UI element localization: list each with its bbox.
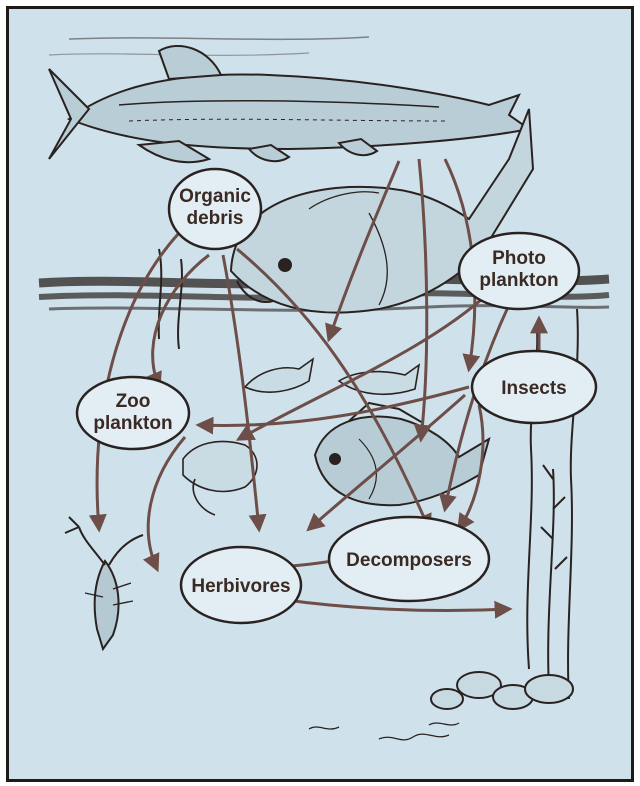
node-label-decomposers: Decomposers [346, 550, 472, 571]
bottom-sediment [309, 723, 459, 740]
node-label-debris: debris [186, 208, 243, 229]
rocks [431, 672, 573, 709]
node-label-plankton: plankton [479, 270, 558, 291]
node-herbivores: Herbivores [181, 547, 301, 623]
large-predator-fish [49, 46, 529, 162]
node-label-zoo: Zoo [116, 391, 151, 412]
node-label-photo: Photo [492, 248, 546, 269]
node-label-insects: Insects [501, 378, 566, 399]
crayfish [65, 517, 143, 649]
food-web-diagram: Organic debris Photo plankton Insects Zo… [6, 6, 634, 782]
node-label-plankton-zoo: plankton [93, 413, 172, 434]
node-decomposers: Decomposers [329, 517, 489, 601]
sunfish [315, 403, 489, 505]
node-insects: Insects [472, 351, 596, 423]
node-organic-debris: Organic debris [169, 169, 261, 249]
node-photo-plankton: Photo plankton [459, 233, 579, 309]
food-web-illustration: Organic debris Photo plankton Insects Zo… [9, 9, 631, 779]
node-zoo-plankton: Zoo plankton [77, 377, 189, 449]
node-label-organic: Organic [179, 186, 251, 207]
node-label-herbivores: Herbivores [191, 576, 290, 597]
